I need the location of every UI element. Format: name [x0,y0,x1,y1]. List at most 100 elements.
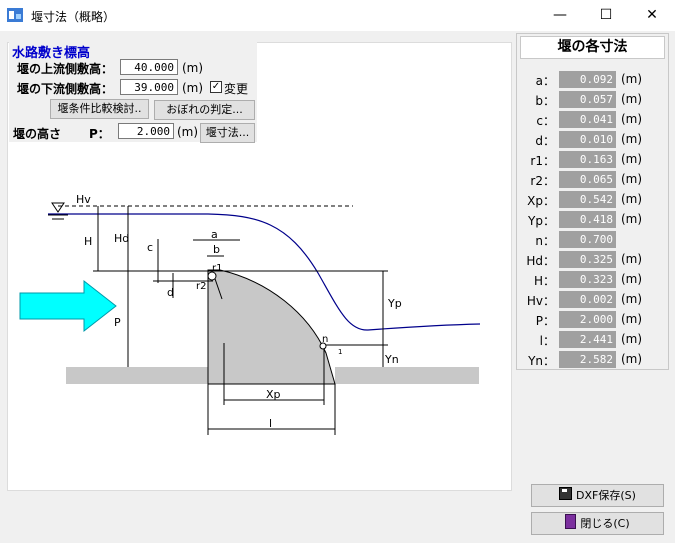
elevation-input-panel: 水路敷き標高 堰の上流側敷高： 40.000 (m) 堰の下流側敷高： 39.0… [9,40,257,143]
dimension-value: 2.441 [559,331,616,348]
downstream-ground [335,367,479,384]
dimension-unit: (m) [621,172,643,186]
dimension-unit: (m) [621,292,643,306]
dimension-unit: (m) [621,72,643,86]
dimension-row: Hd：0.325(m) [517,250,670,270]
flow-arrow [19,279,117,333]
dxf-save-label: DXF保存(S) [576,489,636,502]
change-checkbox[interactable]: ✓ [210,81,222,93]
d-label: d [167,286,174,299]
dimension-label: r1： [530,154,555,168]
dimension-label: l： [539,334,555,348]
maximize-button[interactable]: ☐ [599,7,613,23]
dimension-label: d： [535,134,555,148]
b-label: b [213,243,220,256]
dimension-row: l：2.441(m) [517,330,670,350]
panel-title: 水路敷き標高 [12,46,91,61]
n-label: n [322,334,328,345]
a-label: a [211,228,218,241]
dimension-label: P： [535,314,555,328]
dimension-label: Hv： [526,294,555,308]
weir-diagram-canvas: Hv H Hd P a b c d r1 r2 Yp n 1 Yn Xp l [7,42,512,491]
close-window-button[interactable]: ✕ [646,7,658,23]
c-label: c [147,241,153,254]
dimension-row: r1： 0.163 (m) [517,150,670,170]
dimension-value: 0.700 [559,231,616,248]
dimension-value: 0.418 [559,211,616,228]
dimension-value: 0.542 [559,191,616,208]
compare-conditions-button[interactable]: 堰条件比較検討.. [50,99,149,119]
weir-dimension-button[interactable]: 堰寸法... [200,123,255,143]
dimension-unit: (m) [621,252,643,266]
dimension-unit: (m) [621,272,643,286]
downstream-elevation-input[interactable]: 39.000 [120,79,178,95]
dimension-value: 0.010 [559,131,616,148]
dimension-unit: (m) [621,152,643,166]
dimension-label: b： [535,94,555,108]
dimension-row: n： 0.700 [517,230,670,250]
dimension-unit: (m) [621,352,643,366]
dimension-label: a： [535,74,555,88]
dimension-value: 0.065 [559,171,616,188]
p-label: P [114,316,121,329]
r1-point [207,271,217,281]
dimension-row: Yp：0.418(m) [517,210,670,230]
dimension-label: n： [535,234,555,248]
dimension-row: c： 0.041 (m) [517,110,670,130]
downstream-unit: (m) [182,81,204,95]
dimension-label: Hd： [526,254,555,268]
dimension-label: Yn： [528,354,555,368]
weir-height-label: 堰の高さ [13,127,62,141]
floppy-icon [559,487,573,500]
slope-one-label: 1 [338,348,342,356]
dimension-value: 0.163 [559,151,616,168]
xp-label: Xp [266,388,281,401]
water-surface-line [48,213,481,331]
dimension-row: d： 0.010 (m) [517,130,670,150]
dimensions-header: 堰の各寸法 [520,36,665,59]
dimension-value: 0.323 [559,271,616,288]
dimension-row: H：0.323(m) [517,270,670,290]
r1-label: r1 [212,263,222,274]
dimension-value: 0.002 [559,291,616,308]
dimension-unit: (m) [621,192,643,206]
close-button[interactable]: 閉じる(C) [531,512,664,535]
dimension-row: r2： 0.065 (m) [517,170,670,190]
dimension-unit: (m) [621,92,643,106]
dimension-label: c： [536,114,555,128]
dimension-row: P： 2.000 (m) [517,310,670,330]
upstream-elevation-input[interactable]: 40.000 [120,59,178,75]
dxf-save-button[interactable]: DXF保存(S) [531,484,664,507]
yn-label: Yn [384,353,399,366]
dimension-unit: (m) [621,312,643,326]
dimension-label: Yp： [528,214,555,228]
upstream-unit: (m) [182,61,204,75]
weir-height-input[interactable]: 2.000 [118,123,174,139]
p-field-label: P： [89,127,110,141]
dimension-label: Xp： [527,194,555,208]
weir-diagram: Hv H Hd P a b c d r1 r2 Yp n 1 Yn Xp l [19,193,481,435]
upstream-label: 堰の上流側敷高： [17,62,114,76]
weir-body [207,269,336,385]
h-label: H [84,235,92,248]
dimension-value: 0.092 [559,71,616,88]
title-bar: 堰寸法（概略） — ☐ ✕ [0,0,675,32]
minimize-button[interactable]: — [553,7,567,23]
l-label: l [269,417,272,430]
n-point [319,342,327,350]
dimension-row: a： 0.092 (m) [517,70,670,90]
dimensions-panel: 堰の各寸法 a： 0.092 (m) b： 0.057 (m) c： 0.041 (m) d： 0.… [516,33,669,370]
door-exit-icon [565,514,577,529]
hv-label: Hv [76,193,91,206]
dimension-value: 0.041 [559,111,616,128]
dimension-row: Hv： 0.002 (m) [517,290,670,310]
app-icon [7,8,23,22]
dimension-unit: (m) [621,112,643,126]
dimension-value: 0.057 [559,91,616,108]
water-level-symbol [51,202,65,213]
dimension-unit: (m) [621,132,643,146]
dimension-value: 2.000 [559,311,616,328]
close-label: 閉じる(C) [580,517,630,530]
dimension-label: r2： [530,174,555,188]
overflow-judgment-button[interactable]: おぼれの判定... [154,100,255,120]
